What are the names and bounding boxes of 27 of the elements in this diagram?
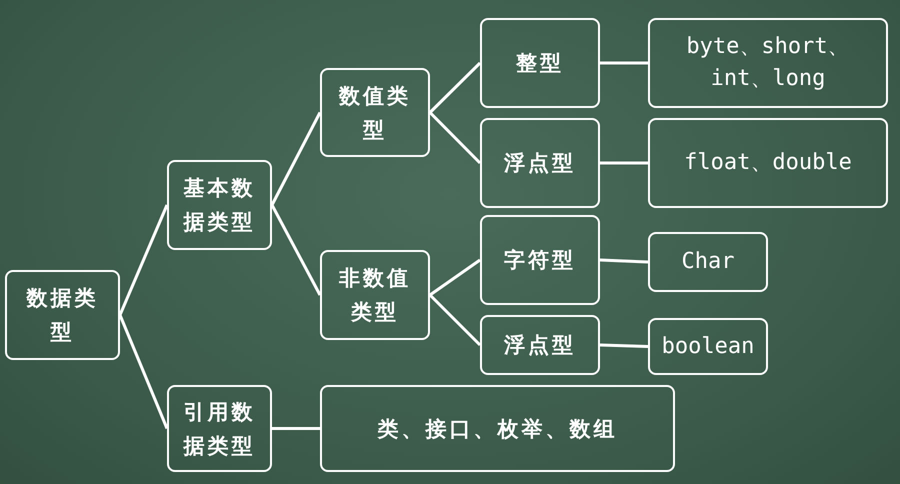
category-box: 浮点型 — [480, 315, 600, 375]
category-box: 整型 — [480, 18, 600, 108]
connector-line — [429, 258, 481, 296]
connector-line — [428, 294, 482, 346]
connector-line — [272, 427, 320, 430]
connector-line — [428, 62, 482, 114]
connector-line — [600, 62, 648, 64]
category-box: 浮点型 — [480, 118, 600, 208]
category-box: 数据类型 — [5, 270, 120, 360]
connector-line — [118, 314, 168, 430]
category-box: 基本数据类型 — [167, 160, 272, 250]
connector-line — [600, 258, 648, 264]
category-box: boolean — [648, 318, 768, 375]
connector-line — [118, 204, 168, 316]
category-box: Char — [648, 232, 768, 292]
connector-line — [428, 111, 482, 164]
category-box: 数值类型 — [320, 68, 430, 157]
category-box: byte、short、int、long — [648, 18, 888, 108]
category-box: 字符型 — [480, 215, 600, 305]
category-box: 类、接口、枚举、数组 — [320, 385, 675, 472]
connector-line — [270, 112, 322, 206]
connector-line — [270, 204, 322, 296]
category-box: float、double — [648, 118, 888, 208]
connector-line — [600, 162, 648, 164]
category-box: 非数值类型 — [320, 250, 430, 340]
category-box: 引用数据类型 — [167, 385, 272, 472]
connector-line — [600, 344, 648, 348]
